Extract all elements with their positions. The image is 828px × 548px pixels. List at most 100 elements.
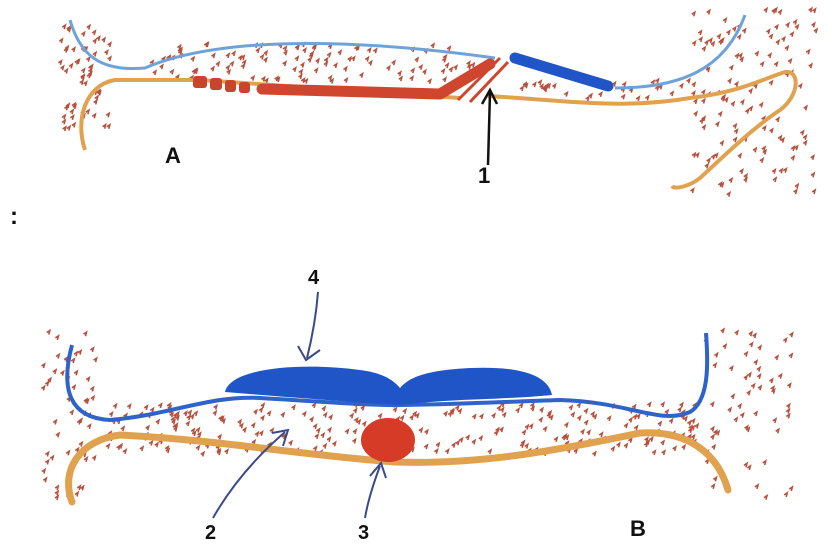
mesoderm-cell bbox=[321, 434, 324, 438]
mesoderm-cell bbox=[62, 120, 65, 124]
mesoderm-cell bbox=[758, 346, 761, 350]
mesoderm-cell bbox=[127, 405, 130, 409]
figure-a-ectoderm-line bbox=[70, 15, 745, 88]
mesoderm-cell bbox=[759, 103, 762, 107]
mesoderm-cell bbox=[749, 90, 752, 94]
mesoderm-cell bbox=[794, 190, 797, 194]
notochord-bead bbox=[225, 80, 236, 92]
mesoderm-cell bbox=[538, 81, 541, 85]
mesoderm-cell bbox=[688, 429, 691, 433]
mesoderm-cell bbox=[360, 74, 363, 78]
mesoderm-cell bbox=[661, 441, 664, 445]
mesoderm-cell bbox=[698, 31, 701, 35]
mesoderm-cell bbox=[303, 49, 306, 53]
mesoderm-cell bbox=[812, 9, 815, 13]
mesoderm-cell bbox=[344, 68, 347, 72]
mesoderm-cell bbox=[301, 64, 304, 68]
mesoderm-cell bbox=[158, 404, 161, 408]
mesoderm-cell bbox=[144, 406, 147, 410]
mesoderm-cell bbox=[107, 125, 110, 129]
mesoderm-cell bbox=[745, 426, 748, 430]
mesoderm-cell bbox=[688, 421, 691, 425]
mesoderm-cell bbox=[80, 486, 83, 490]
mesoderm-cell bbox=[772, 170, 775, 174]
mesoderm-cell bbox=[705, 41, 708, 45]
mesoderm-cell bbox=[392, 61, 395, 65]
mesoderm-cell bbox=[160, 65, 163, 69]
mesoderm-cell bbox=[636, 97, 639, 101]
mesoderm-cell bbox=[313, 425, 316, 429]
mesoderm-cell bbox=[281, 413, 284, 417]
mesoderm-cell bbox=[809, 64, 812, 68]
mesoderm-cell bbox=[788, 384, 791, 388]
mesoderm-cell bbox=[261, 404, 264, 408]
colon-mark: : bbox=[10, 205, 18, 229]
mesoderm-cell bbox=[212, 54, 215, 58]
mesoderm-cell bbox=[525, 425, 528, 429]
mesoderm-cell bbox=[758, 386, 761, 390]
mesoderm-cell bbox=[728, 408, 731, 412]
mesoderm-cell bbox=[84, 458, 87, 462]
mesoderm-cell bbox=[105, 51, 108, 55]
mesoderm-cell bbox=[53, 370, 56, 374]
mesoderm-cell bbox=[344, 79, 347, 83]
mesoderm-cell bbox=[423, 71, 426, 75]
mesoderm-cell bbox=[191, 57, 194, 61]
mesoderm-cell bbox=[581, 430, 584, 434]
mesoderm-cell bbox=[744, 463, 747, 467]
mesoderm-cell bbox=[717, 35, 720, 39]
mesoderm-cell bbox=[329, 416, 332, 420]
mesoderm-cell bbox=[800, 131, 803, 135]
mesoderm-cell bbox=[77, 420, 80, 424]
mesoderm-cell bbox=[734, 130, 737, 134]
mesoderm-cell bbox=[102, 38, 105, 42]
mesoderm-cell bbox=[718, 113, 721, 117]
mesoderm-cell bbox=[723, 345, 726, 349]
mesoderm-cell bbox=[350, 414, 353, 418]
mesoderm-cell bbox=[353, 430, 356, 434]
mesoderm-cell bbox=[680, 403, 683, 407]
mesoderm-cell bbox=[751, 384, 754, 388]
mesoderm-cell bbox=[735, 331, 738, 335]
mesoderm-cell bbox=[798, 85, 801, 89]
mesoderm-cell bbox=[156, 420, 159, 424]
mesoderm-cell bbox=[354, 419, 357, 423]
mesoderm-cell bbox=[624, 444, 627, 448]
mesoderm-cell bbox=[70, 110, 73, 114]
mesoderm-cell bbox=[692, 42, 695, 46]
mesoderm-cell bbox=[731, 102, 734, 106]
figure-a-neural-plate bbox=[515, 58, 608, 86]
mesoderm-cell bbox=[72, 104, 75, 108]
mesoderm-cell bbox=[733, 125, 736, 129]
mesoderm-cell bbox=[655, 79, 658, 83]
mesoderm-cell bbox=[607, 417, 610, 421]
mesoderm-cell bbox=[728, 80, 731, 84]
mesoderm-cell bbox=[467, 66, 470, 70]
mesoderm-cell bbox=[744, 178, 747, 182]
mesoderm-cell bbox=[629, 439, 632, 443]
mesoderm-cell bbox=[155, 443, 158, 447]
mesoderm-cell bbox=[398, 72, 401, 76]
mesoderm-cell bbox=[201, 452, 204, 456]
mesoderm-cell bbox=[543, 428, 546, 432]
mesoderm-cell bbox=[87, 74, 90, 78]
mesoderm-cell bbox=[295, 57, 298, 61]
mesoderm-cell bbox=[334, 64, 337, 68]
mesoderm-cell bbox=[452, 444, 455, 448]
mesoderm-cell bbox=[45, 382, 48, 386]
label-b: B bbox=[630, 518, 646, 540]
mesoderm-cell bbox=[213, 412, 216, 416]
mesoderm-cell bbox=[540, 85, 543, 89]
mesoderm-cell bbox=[587, 431, 590, 435]
mesoderm-cell bbox=[552, 85, 555, 89]
mesoderm-cell bbox=[50, 456, 53, 460]
mesoderm-cell bbox=[702, 126, 705, 130]
mesoderm-cell bbox=[45, 452, 48, 456]
mesoderm-cell bbox=[43, 478, 46, 482]
mesoderm-cell bbox=[776, 118, 779, 122]
mesoderm-cell bbox=[699, 38, 702, 42]
mesoderm-cell bbox=[803, 136, 806, 140]
mesoderm-cell bbox=[760, 159, 763, 163]
mesoderm-cell bbox=[738, 405, 741, 409]
mesoderm-cell bbox=[90, 348, 93, 352]
